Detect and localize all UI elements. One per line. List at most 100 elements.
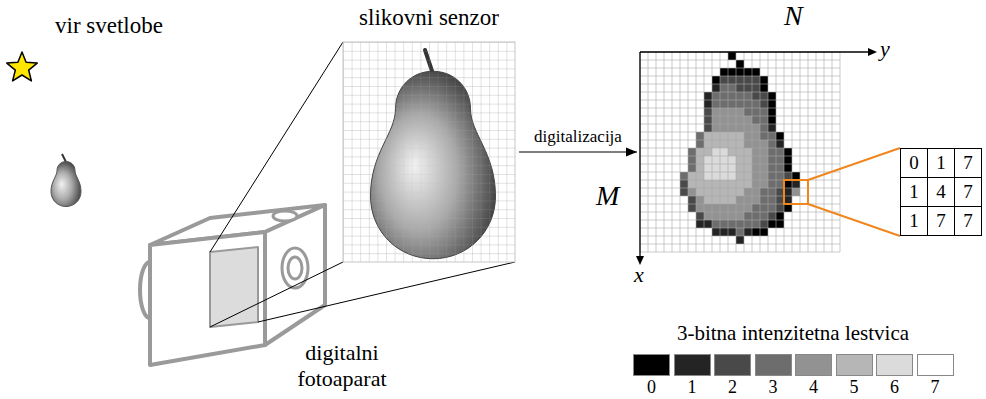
pixel — [752, 140, 760, 148]
pixel — [768, 100, 776, 108]
pixel — [704, 180, 712, 188]
pixel — [712, 100, 720, 108]
pixel — [720, 76, 728, 84]
pixel — [688, 196, 696, 204]
scale-swatch — [674, 354, 711, 376]
pixel — [760, 140, 768, 148]
pixel — [768, 172, 776, 180]
pixel — [768, 180, 776, 188]
camera — [140, 205, 325, 365]
table-cell: 1 — [901, 178, 927, 206]
pixel — [736, 100, 744, 108]
connector — [519, 148, 637, 157]
pixel — [728, 204, 736, 212]
pixel — [680, 180, 688, 188]
pixel — [688, 164, 696, 172]
arrow-head — [626, 148, 637, 157]
pixel — [760, 100, 768, 108]
pixel — [704, 164, 712, 172]
pixel — [704, 148, 712, 156]
pixel — [728, 148, 736, 156]
pixel — [736, 220, 744, 228]
pixel — [760, 172, 768, 180]
pixel — [752, 204, 760, 212]
node-text: N — [784, 0, 803, 32]
pixel — [760, 228, 768, 236]
pixel — [768, 148, 776, 156]
pixel — [776, 140, 784, 148]
grid-line — [680, 52, 681, 252]
pixel — [712, 84, 720, 92]
pixel — [728, 140, 736, 148]
grid-line — [640, 116, 840, 117]
pixel — [720, 196, 728, 204]
pixel — [720, 172, 728, 180]
grid-line — [640, 164, 840, 165]
pixel — [744, 148, 752, 156]
pixel — [752, 132, 760, 140]
pixel — [680, 188, 688, 196]
pixel — [768, 140, 776, 148]
grid-line — [640, 188, 840, 189]
pixel — [720, 180, 728, 188]
pixel — [760, 164, 768, 172]
pixel — [712, 204, 720, 212]
pixel — [712, 124, 720, 132]
node-text: digitalni fotoaparat — [282, 340, 402, 392]
axis-label: x — [634, 262, 644, 288]
pixel — [760, 180, 768, 188]
grid-line — [736, 52, 737, 252]
pixel — [784, 204, 792, 212]
pixel — [744, 180, 752, 188]
pixel — [728, 132, 736, 140]
digital-image: NM — [640, 52, 840, 252]
pixel — [752, 68, 760, 76]
pixel — [784, 148, 792, 156]
grid-line — [808, 52, 809, 252]
pixel — [736, 180, 744, 188]
pixel — [736, 132, 744, 140]
pixel — [720, 220, 728, 228]
grid-line — [840, 52, 841, 252]
scale-swatch — [633, 354, 670, 376]
pixel — [752, 148, 760, 156]
zoom-table: 017147177 — [900, 148, 982, 236]
pixel — [736, 108, 744, 116]
pixel — [720, 84, 728, 92]
pixel — [720, 68, 728, 76]
zoom-line — [808, 204, 900, 236]
pixel — [784, 180, 792, 188]
pixel — [712, 92, 720, 100]
pixel — [688, 148, 696, 156]
pixel — [744, 140, 752, 148]
pixel — [744, 76, 752, 84]
pixel — [704, 140, 712, 148]
camera-lens-inner — [288, 257, 302, 279]
grid-line — [640, 100, 840, 101]
grid-line — [640, 84, 840, 85]
pixel — [728, 124, 736, 132]
pixel — [720, 188, 728, 196]
table-cell: 1 — [928, 149, 954, 177]
camera-caption: digitalni fotoaparat — [282, 340, 402, 392]
pixel — [784, 196, 792, 204]
grid-line — [640, 228, 840, 229]
zoom-marker — [784, 148, 900, 236]
scale-swatch — [917, 354, 954, 376]
sensor-border — [343, 42, 515, 262]
grid-line — [704, 52, 705, 252]
grid-line — [712, 52, 713, 252]
sensor-grid-under — [343, 42, 515, 262]
pixel — [704, 204, 712, 212]
pixel — [760, 204, 768, 212]
pixel — [712, 180, 720, 188]
pixel — [784, 188, 792, 196]
pixel — [752, 172, 760, 180]
pixel — [728, 92, 736, 100]
grid-line — [640, 148, 840, 149]
pixel — [712, 116, 720, 124]
grid-line — [768, 52, 769, 252]
pixel — [736, 196, 744, 204]
pixel — [744, 164, 752, 172]
